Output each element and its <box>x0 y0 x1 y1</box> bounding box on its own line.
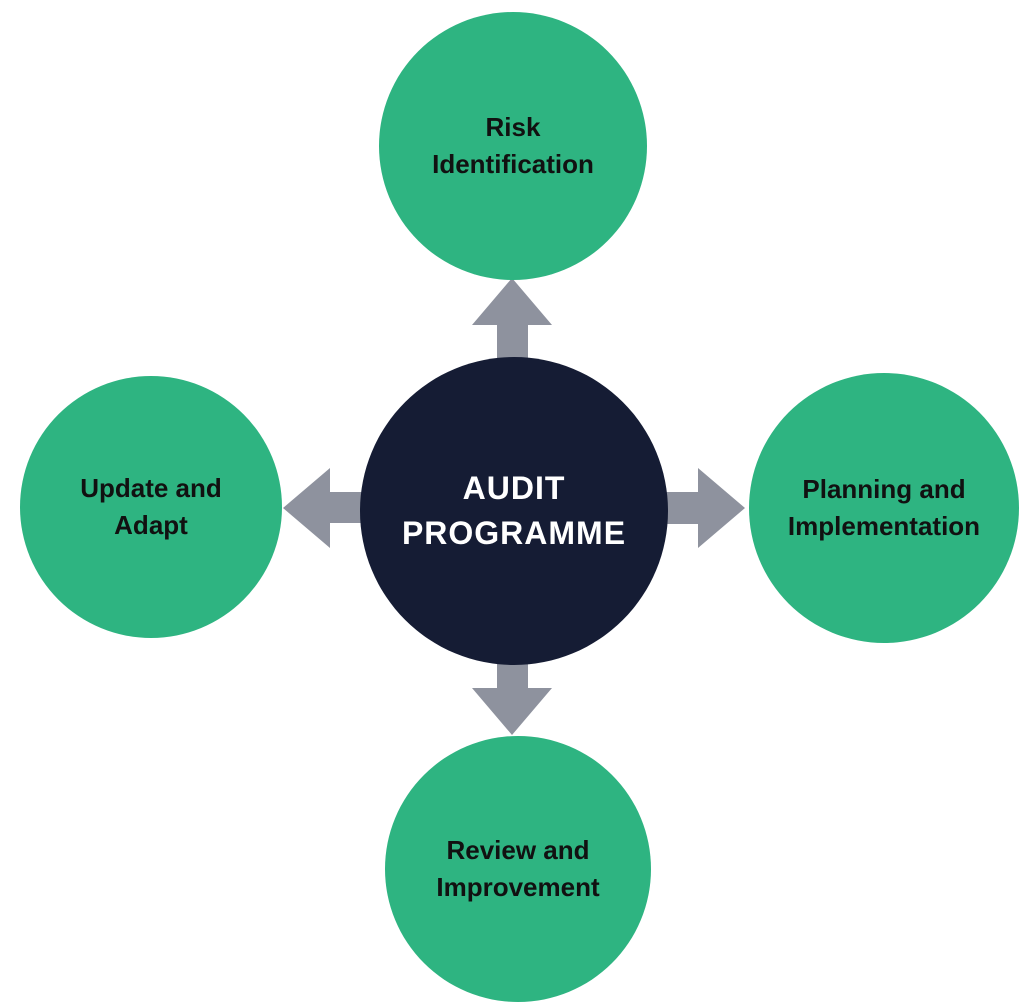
node-label-line-1: Update and <box>80 473 222 504</box>
node-label-line-1: Planning and <box>802 474 966 505</box>
node-label: Planning and Implementation <box>788 471 980 545</box>
node-label: Update and Adapt <box>80 470 222 544</box>
node-review-and-improvement: Review and Improvement <box>385 736 651 1002</box>
node-label-line-2: Improvement <box>436 872 600 902</box>
arrow-down-icon <box>472 655 552 735</box>
center-label-line-1: AUDIT <box>462 469 566 506</box>
node-label: Risk Identification <box>432 109 594 183</box>
node-label-line-2: Identification <box>432 149 594 179</box>
arrow-up-icon <box>472 278 552 362</box>
node-update-and-adapt: Update and Adapt <box>20 376 282 638</box>
node-planning-and-implementation: Planning and Implementation <box>749 373 1019 643</box>
arrow-left-icon <box>283 468 368 548</box>
node-risk-identification: Risk Identification <box>379 12 647 280</box>
arrow-right-icon <box>660 468 745 548</box>
center-node-audit-programme: AUDIT PROGRAMME <box>360 357 668 665</box>
node-label-line-1: Review and <box>446 835 590 866</box>
center-label-line-2: PROGRAMME <box>401 515 627 551</box>
center-node-label: AUDIT PROGRAMME <box>402 466 626 557</box>
node-label-line-1: Risk <box>485 112 541 143</box>
node-label-line-2: Implementation <box>787 511 981 541</box>
node-label-line-2: Adapt <box>114 510 188 540</box>
node-label: Review and Improvement <box>436 832 599 906</box>
